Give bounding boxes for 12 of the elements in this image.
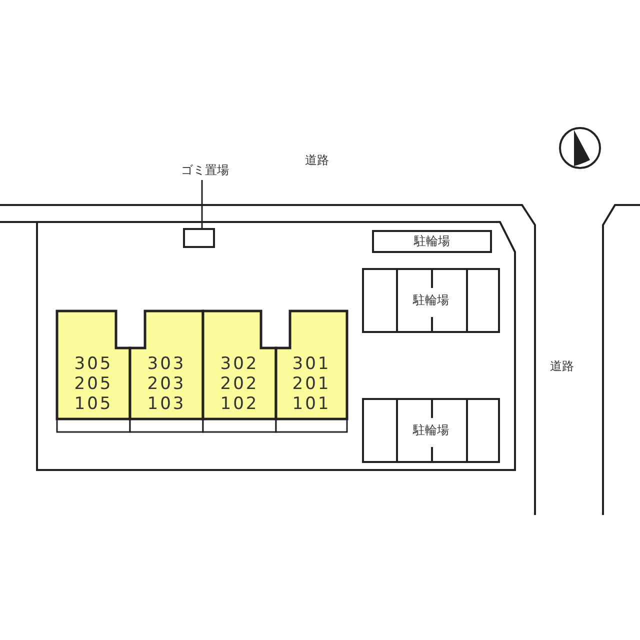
bicycle-parking: 駐輪場 <box>362 268 500 333</box>
apartment-unit: 302 202 102 <box>203 311 276 419</box>
garbage-area-box <box>183 228 215 248</box>
road-label: 道路 <box>550 358 574 375</box>
apartment-unit: 305 205 105 <box>57 311 130 419</box>
apartment-unit: 301 201 101 <box>276 311 347 419</box>
bicycle-parking: 駐輪場 <box>362 398 500 463</box>
road-label: 道路 <box>305 152 329 169</box>
leader-line <box>201 180 203 228</box>
apartment-unit: 303 203 103 <box>130 311 203 419</box>
area-label: ゴミ置場 <box>165 162 245 180</box>
bicycle-parking: 駐輪場 <box>372 230 492 253</box>
